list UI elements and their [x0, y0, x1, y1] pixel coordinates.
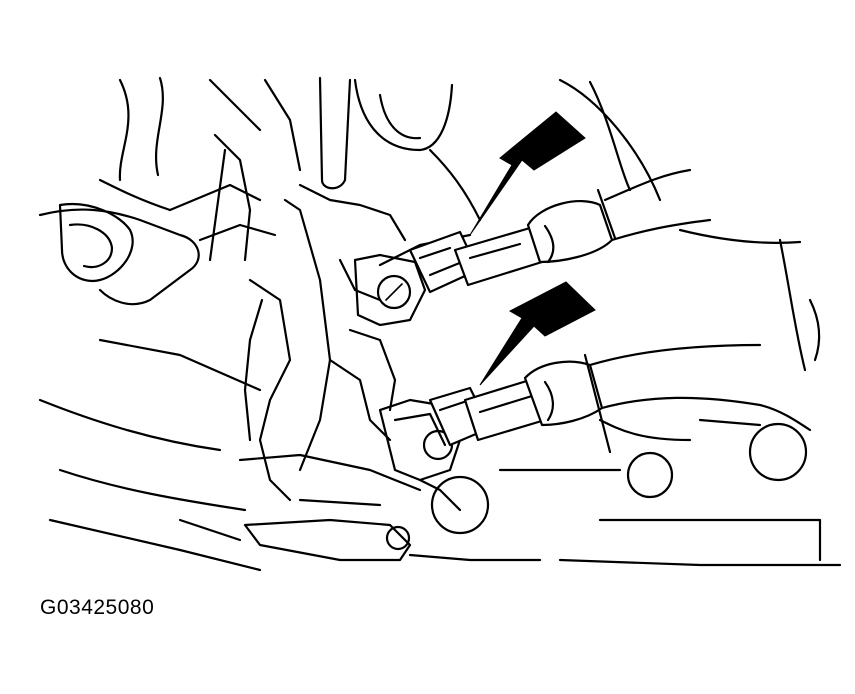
figure-id-label: G03425080: [40, 596, 155, 619]
arrow-icon: [479, 281, 596, 386]
right-frame-components: [430, 238, 842, 567]
transmission-housing: [38, 183, 422, 572]
lower-connector-bracket: [378, 398, 462, 512]
engine-housing-upper: [118, 76, 662, 222]
component-line-drawing: [38, 76, 842, 572]
lower-cable-connector: [428, 343, 812, 454]
lower-mount-plate: [178, 498, 542, 562]
upper-cable-connector: [408, 168, 802, 294]
left-mount-bracket: [38, 133, 277, 306]
arrow-icon: [469, 111, 586, 236]
